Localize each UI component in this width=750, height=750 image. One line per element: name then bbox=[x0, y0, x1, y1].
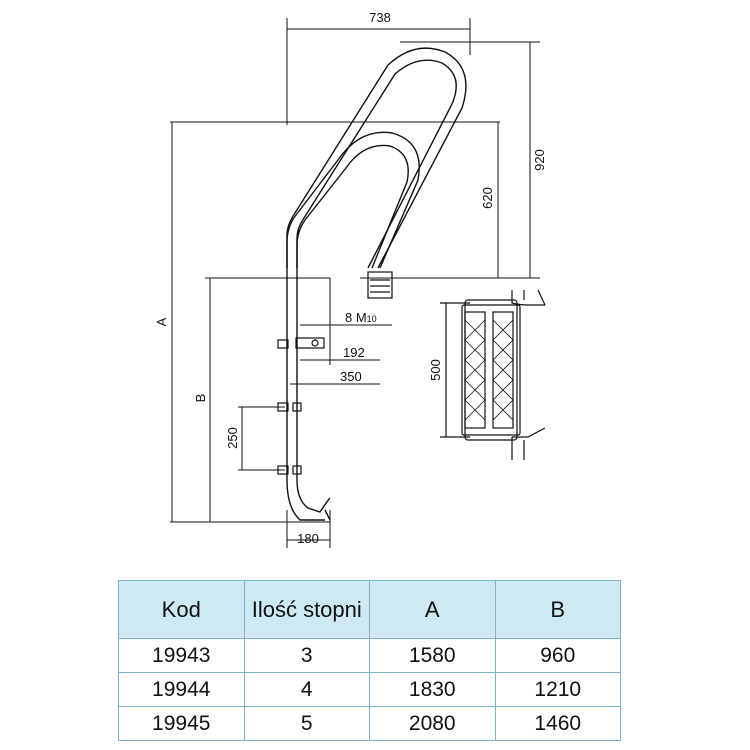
header-kod: Kod bbox=[118, 580, 245, 639]
table-row: 19945 5 2080 1460 bbox=[118, 706, 621, 741]
cell-kod: 19943 bbox=[118, 638, 245, 673]
dim-a-label: A bbox=[154, 317, 169, 326]
cell-a: 2080 bbox=[369, 706, 496, 741]
dim-handrail-height-label: 620 bbox=[480, 187, 495, 209]
step-brackets bbox=[277, 337, 325, 475]
header-b: B bbox=[494, 580, 621, 639]
dim-192-label: 192 bbox=[343, 345, 365, 360]
cell-steps: 5 bbox=[243, 706, 370, 741]
dim-b-label: B bbox=[193, 394, 208, 403]
dim-anchor-bolt-label: 8 M10 bbox=[345, 310, 377, 325]
header-a: A bbox=[369, 580, 496, 639]
cell-steps: 3 bbox=[243, 638, 370, 673]
dim-350-label: 350 bbox=[340, 369, 362, 384]
ladder-handrail bbox=[286, 47, 467, 521]
table-header-row: Kod Ilość stopni A B bbox=[118, 580, 621, 639]
dim-width-label: 738 bbox=[369, 10, 391, 25]
cell-kod: 19944 bbox=[118, 672, 245, 707]
header-steps: Ilość stopni bbox=[243, 580, 370, 639]
cell-b: 1210 bbox=[494, 672, 621, 707]
cell-kod: 19945 bbox=[118, 706, 245, 741]
dim-step-width-label: 500 bbox=[428, 359, 443, 381]
dimension-lines bbox=[170, 18, 540, 548]
table-row: 19943 3 1580 960 bbox=[118, 638, 621, 673]
spec-table: Kod Ilość stopni A B 19943 3 1580 960 19… bbox=[118, 580, 621, 741]
cell-steps: 4 bbox=[243, 672, 370, 707]
step-plan-view bbox=[440, 289, 546, 460]
table-row: 19944 4 1830 1210 bbox=[118, 672, 621, 707]
ladder-technical-drawing: 738 920 620 A B 250 8 M10 192 350 180 50… bbox=[154, 10, 547, 548]
cell-a: 1580 bbox=[369, 638, 496, 673]
cell-a: 1830 bbox=[369, 672, 496, 707]
dim-step-spacing-label: 250 bbox=[225, 427, 240, 449]
cell-b: 1460 bbox=[494, 706, 621, 741]
dim-bottom-label: 180 bbox=[297, 531, 319, 546]
anchor-sleeve bbox=[367, 271, 393, 299]
cell-b: 960 bbox=[494, 638, 621, 673]
dim-total-height-label: 920 bbox=[532, 149, 547, 171]
